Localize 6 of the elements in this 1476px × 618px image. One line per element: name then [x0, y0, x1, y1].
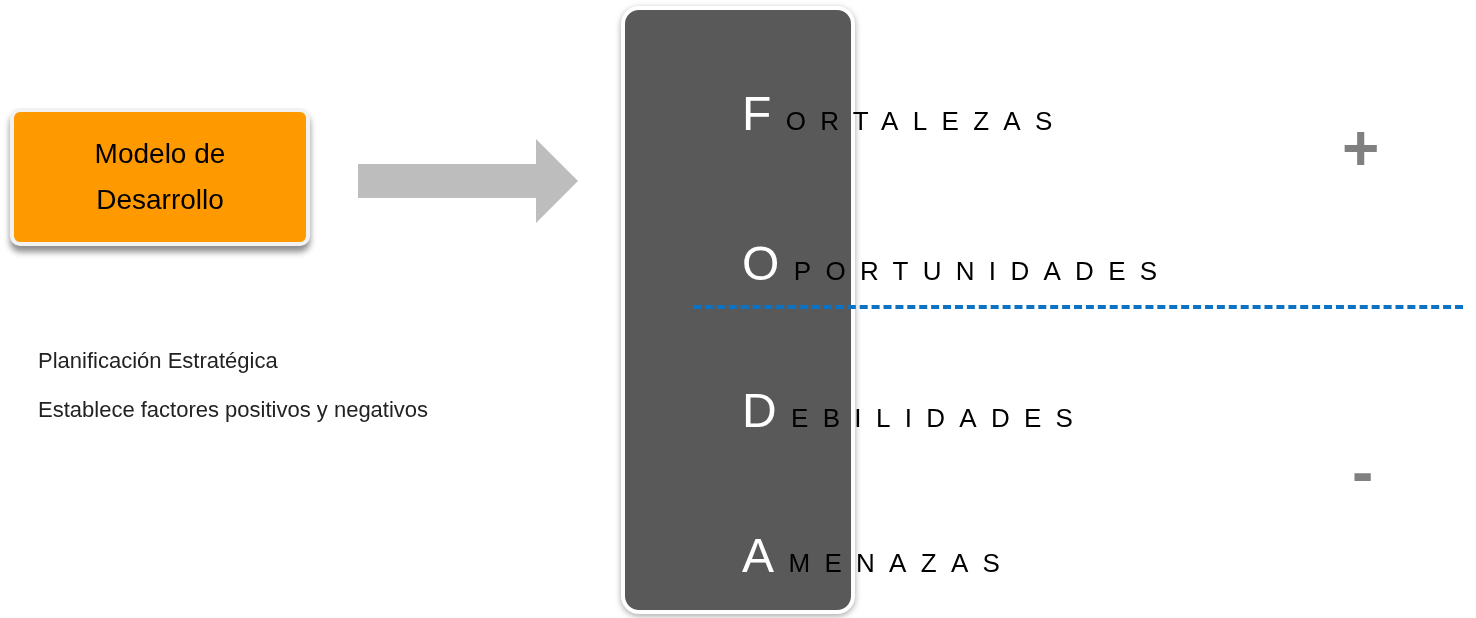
sign-symbol: -	[1352, 436, 1374, 508]
block-arrow	[358, 139, 578, 223]
note-text: Planificación Estratégica	[38, 347, 278, 375]
process-box: Modelo de Desarrollo	[10, 108, 310, 246]
note-text: Establece factores positivos y negativos	[38, 396, 429, 424]
sign-symbol: +	[1342, 112, 1380, 184]
